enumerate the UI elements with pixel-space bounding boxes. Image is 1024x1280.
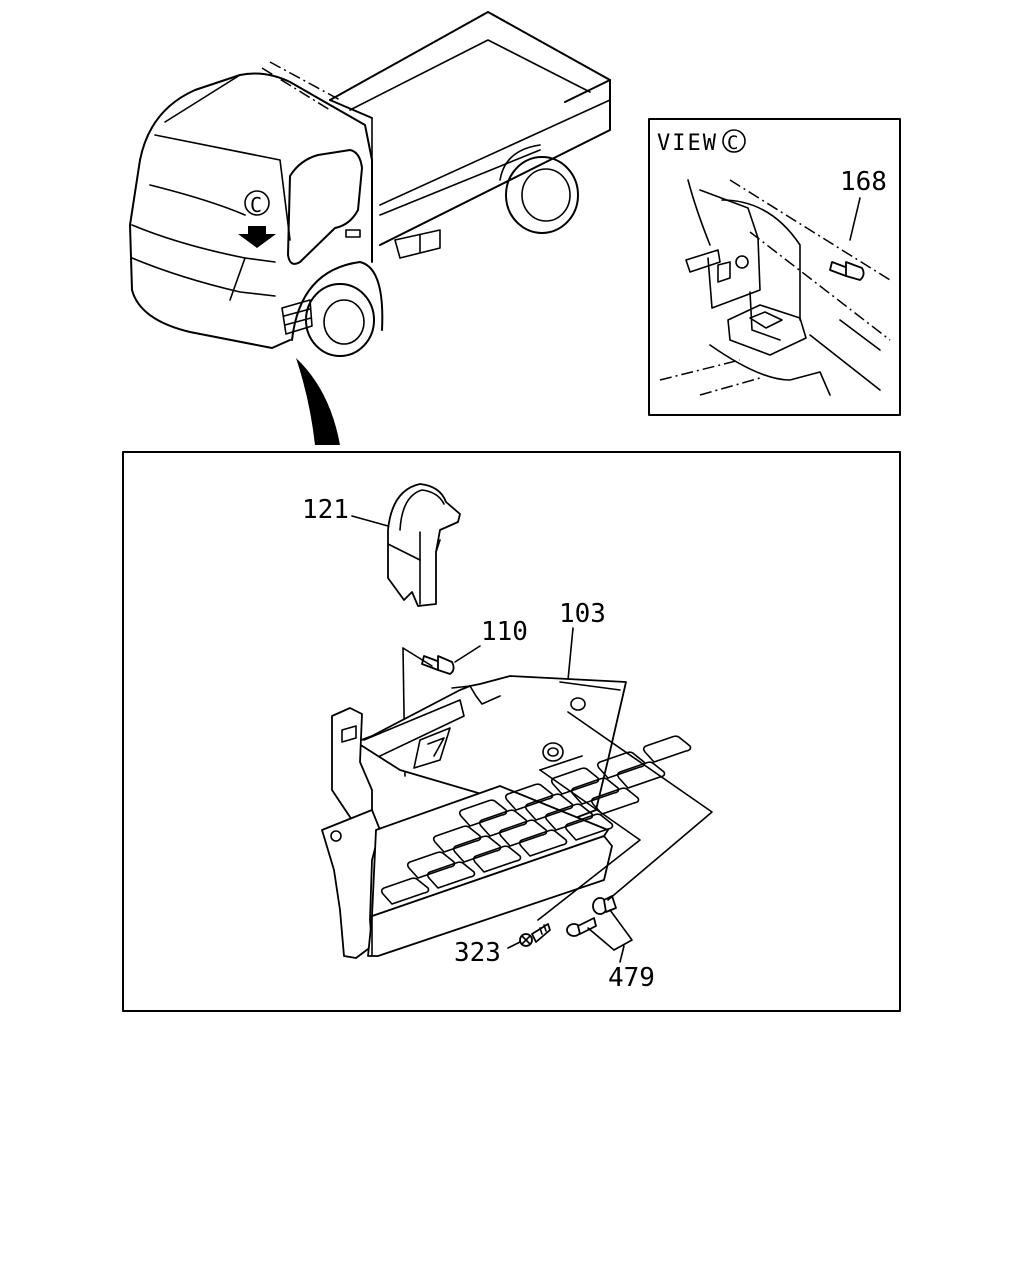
view-c-inset: VIEW C 168 xyxy=(648,118,901,416)
part-label-168: 168 xyxy=(840,167,887,197)
circle-letter-c-icon xyxy=(244,190,270,216)
main-panel: 121 110 103 323 479 xyxy=(122,451,901,1012)
view-marker: C xyxy=(727,132,738,154)
part-label-103: 103 xyxy=(559,599,606,629)
tread-slot xyxy=(458,799,508,827)
part-label-323: 323 xyxy=(454,938,501,968)
tread-slot xyxy=(642,735,692,763)
part-label-121: 121 xyxy=(302,495,349,525)
part-103-step xyxy=(321,675,627,959)
tread-slot xyxy=(432,825,482,853)
arrow-down-icon xyxy=(238,226,276,248)
screw-323 xyxy=(507,923,551,949)
truck-view-marker: C xyxy=(250,193,262,217)
tread-slot xyxy=(380,877,430,905)
pointer-arrow xyxy=(296,358,340,445)
part-label-479: 479 xyxy=(608,963,655,993)
tread-slot xyxy=(406,851,456,879)
view-title: VIEW xyxy=(657,131,718,156)
tread-slot xyxy=(550,767,600,795)
truck-illustration: C xyxy=(129,11,611,445)
tread-slots xyxy=(380,735,692,905)
part-label-110: 110 xyxy=(481,617,528,647)
clips-479 xyxy=(566,895,633,963)
part-121-cover xyxy=(351,483,461,607)
tread-slot xyxy=(504,783,554,811)
bolt-168 xyxy=(829,261,865,281)
